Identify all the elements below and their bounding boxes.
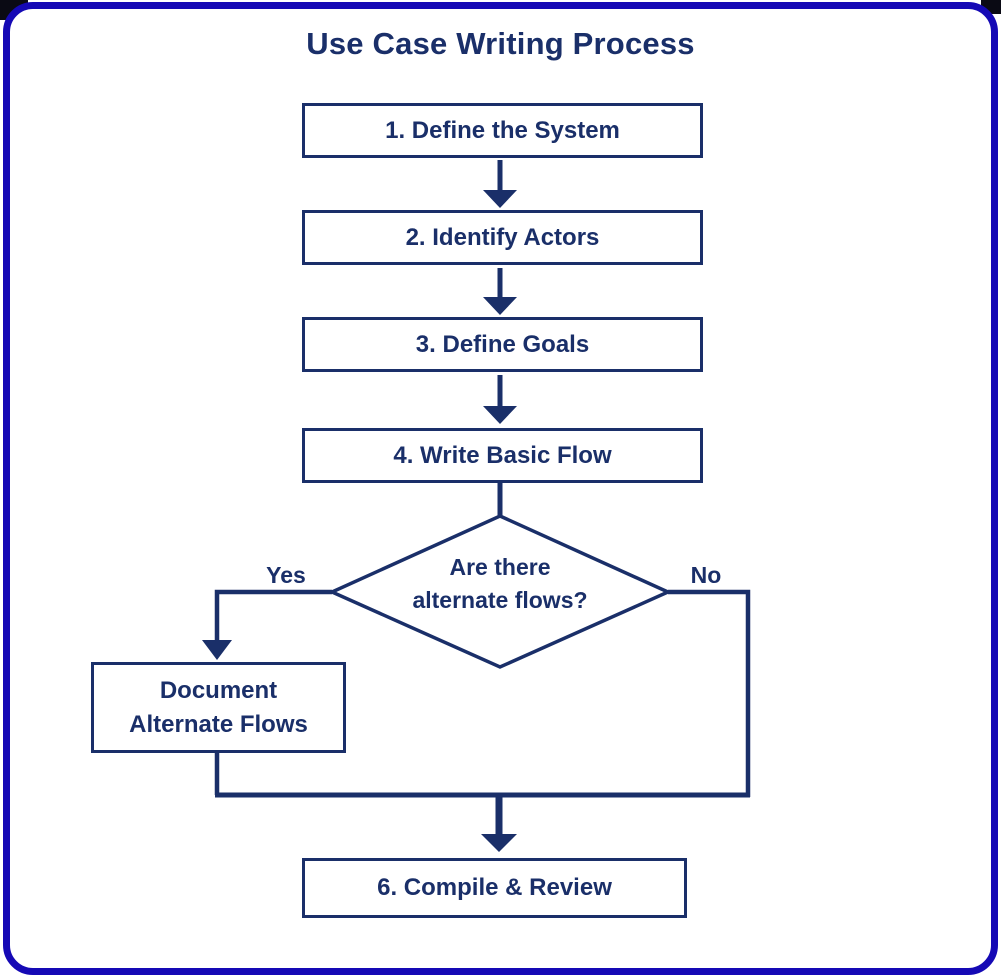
step-label: 4. Write Basic Flow [393, 441, 612, 469]
step-label: 6. Compile & Review [377, 874, 612, 901]
decision-question-line2: alternate flows? [412, 587, 588, 613]
step-box-compile-review: 6. Compile & Review [302, 858, 687, 918]
yes-branch-label: Yes [266, 562, 306, 588]
step-box-define-system: 1. Define the System [302, 103, 703, 158]
step-label: 1. Define the System [385, 116, 620, 144]
decision-question-line1: Are there [449, 554, 551, 580]
page-title: Use Case Writing Process [306, 26, 695, 61]
step-box-identify-actors: 2. Identify Actors [302, 210, 703, 265]
arrow-down-icon [481, 834, 517, 852]
no-branch-line [668, 589, 751, 797]
decision-diamond-shape [327, 514, 673, 669]
arrow-down-icon [483, 190, 517, 208]
step-label: 2. Identify Actors [405, 223, 600, 251]
decision-question: Are there alternate flows? [380, 551, 620, 617]
step-box-write-basic-flow: 4. Write Basic Flow [302, 428, 703, 483]
document-alternate-flows-box: Document Alternate Flows [91, 662, 346, 753]
step-label: 3. Define Goals [415, 330, 590, 358]
arrow-down-icon [483, 406, 517, 424]
step-box-define-goals: 3. Define Goals [302, 317, 703, 372]
arrow-down-icon [483, 297, 517, 315]
no-branch-label: No [690, 562, 722, 588]
arrow-down-icon [202, 640, 232, 660]
alt-box-line1: Document [159, 676, 278, 704]
alt-box-line2: Alternate Flows [129, 710, 308, 738]
yes-branch-line [214, 589, 332, 642]
